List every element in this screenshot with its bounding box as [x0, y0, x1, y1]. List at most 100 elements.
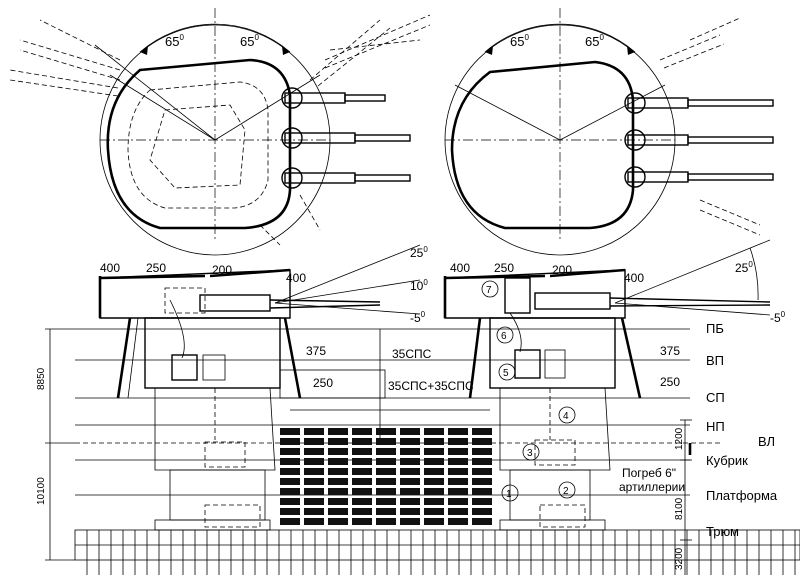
- shell-stowage-block: [328, 468, 348, 475]
- shell-stowage-block: [424, 488, 444, 495]
- shell-stowage-block: [448, 518, 468, 525]
- angle-label-right-a: 650: [510, 33, 529, 49]
- shell-stowage-block: [280, 478, 300, 485]
- armor-label-left-roof-mid: 250: [146, 261, 166, 275]
- svg-text:6: 6: [501, 331, 507, 342]
- shell-stowage-block: [424, 468, 444, 475]
- armor-label-right-face: 400: [624, 271, 644, 285]
- shell-stowage-block: [424, 498, 444, 505]
- shell-stowage-block: [400, 508, 420, 515]
- angle-arc-left: [139, 23, 291, 53]
- shell-stowage-block: [304, 498, 324, 505]
- elev-angle-right-min: -50: [770, 310, 786, 325]
- shell-stowage-block: [472, 518, 492, 525]
- shell-stowage-block: [472, 458, 492, 465]
- shell-stowage-block: [448, 458, 468, 465]
- armor-label-right-roof-mid: 250: [494, 261, 514, 275]
- armor-label-left-face: 400: [286, 271, 306, 285]
- shell-stowage-block: [280, 508, 300, 515]
- shell-stowage-block: [424, 448, 444, 455]
- svg-text:4: 4: [563, 411, 569, 422]
- shell-stowage-block: [376, 428, 396, 435]
- guns-left: [281, 87, 411, 189]
- elev-angle-left-mid: 100: [410, 278, 428, 293]
- dim-right-8100: 8100: [674, 497, 685, 520]
- dim-left-10100: 10100: [36, 477, 47, 505]
- shell-stowage-block: [352, 428, 372, 435]
- deck-label-platforma: Платформа: [706, 488, 778, 503]
- angle-label-left-b: 650: [240, 33, 259, 49]
- shell-stowage-block: [400, 438, 420, 445]
- shell-stowage-block: [280, 518, 300, 525]
- callout-6: 6: [496, 326, 514, 344]
- elevation-view: ПБ ВП СП НП ВЛ Кубрик Платформа Трюм 885…: [36, 239, 800, 575]
- armor-label-right-roof-rear: 400: [450, 261, 470, 275]
- shell-stowage-block: [376, 498, 396, 505]
- shell-stowage-block: [304, 428, 324, 435]
- svg-text:2: 2: [563, 486, 569, 497]
- shell-stowage-block: [400, 518, 420, 525]
- shell-stowage-block: [424, 428, 444, 435]
- shell-stowage-block: [376, 518, 396, 525]
- shell-stowage-block: [448, 498, 468, 505]
- shell-stowage-block: [352, 498, 372, 505]
- shell-stowage-block: [424, 478, 444, 485]
- shell-stowage-block: [328, 448, 348, 455]
- shell-stowage-block: [472, 438, 492, 445]
- top-view-left-turret: 650 650: [9, 8, 431, 256]
- elev-angle-left-min: -50: [410, 310, 426, 325]
- shell-stowage-block: [352, 488, 372, 495]
- shell-stowage-block: [352, 458, 372, 465]
- shell-stowage-block: [280, 438, 300, 445]
- shell-stowage-block: [400, 428, 420, 435]
- shell-stowage-block: [376, 468, 396, 475]
- deck-armor-upper: 35СПС: [392, 347, 432, 361]
- shell-stowage-block: [472, 478, 492, 485]
- elevation-left-turret: [98, 244, 490, 531]
- deck-label-kubrik: Кубрик: [706, 453, 748, 468]
- shell-stowage-block: [376, 438, 396, 445]
- shell-stowage-block: [280, 458, 300, 465]
- shell-stowage-block: [448, 448, 468, 455]
- callout-7: 7: [481, 280, 499, 298]
- shell-stowage-block: [472, 468, 492, 475]
- hold-grid: [74, 529, 800, 575]
- shell-stowage-block: [448, 438, 468, 445]
- shell-stowage-block: [472, 508, 492, 515]
- shell-stowage-block: [304, 478, 324, 485]
- callout-1: 1: [501, 484, 519, 502]
- shell-stowage-block: [328, 428, 348, 435]
- shell-stowage-block: [376, 508, 396, 515]
- turret-outline-right: [450, 60, 635, 230]
- shell-stowage-block: [328, 508, 348, 515]
- armor-label-left-barbette-upper: 375: [306, 344, 326, 358]
- shell-stowage-block: [472, 498, 492, 505]
- top-view-right-turret: 650 650: [444, 8, 774, 256]
- shell-stowage-block: [328, 458, 348, 465]
- elev-angle-right-max: 250: [735, 260, 753, 275]
- shell-stowage-block: [304, 468, 324, 475]
- shell-stowage-block: [472, 428, 492, 435]
- armor-label-left-roof-front: 200: [212, 263, 232, 277]
- callout-5: 5: [498, 363, 516, 381]
- shell-stowage-block: [424, 508, 444, 515]
- armor-label-right-barbette-upper: 375: [660, 344, 680, 358]
- shell-stowage-block: [280, 448, 300, 455]
- armor-label-right-roof-front: 200: [552, 263, 572, 277]
- shell-stowage-block: [376, 448, 396, 455]
- dim-right-1200: 1200: [674, 427, 685, 450]
- callout-4: 4: [558, 406, 576, 424]
- deck-label-trum: Трюм: [706, 524, 739, 539]
- shell-stowage-block: [328, 518, 348, 525]
- shell-stowage-block: [400, 498, 420, 505]
- dim-left-8850: 8850: [36, 367, 47, 390]
- shell-stowage-block: [352, 468, 372, 475]
- shell-stowage-block: [448, 468, 468, 475]
- shell-stowage-block: [328, 488, 348, 495]
- shell-stowage-block: [376, 488, 396, 495]
- elevation-right-turret: [443, 239, 771, 531]
- angle-arc-right: [484, 23, 636, 53]
- deck-label-vp: ВП: [706, 353, 724, 368]
- shell-stowage-block: [328, 498, 348, 505]
- shell-stowage-block: [376, 478, 396, 485]
